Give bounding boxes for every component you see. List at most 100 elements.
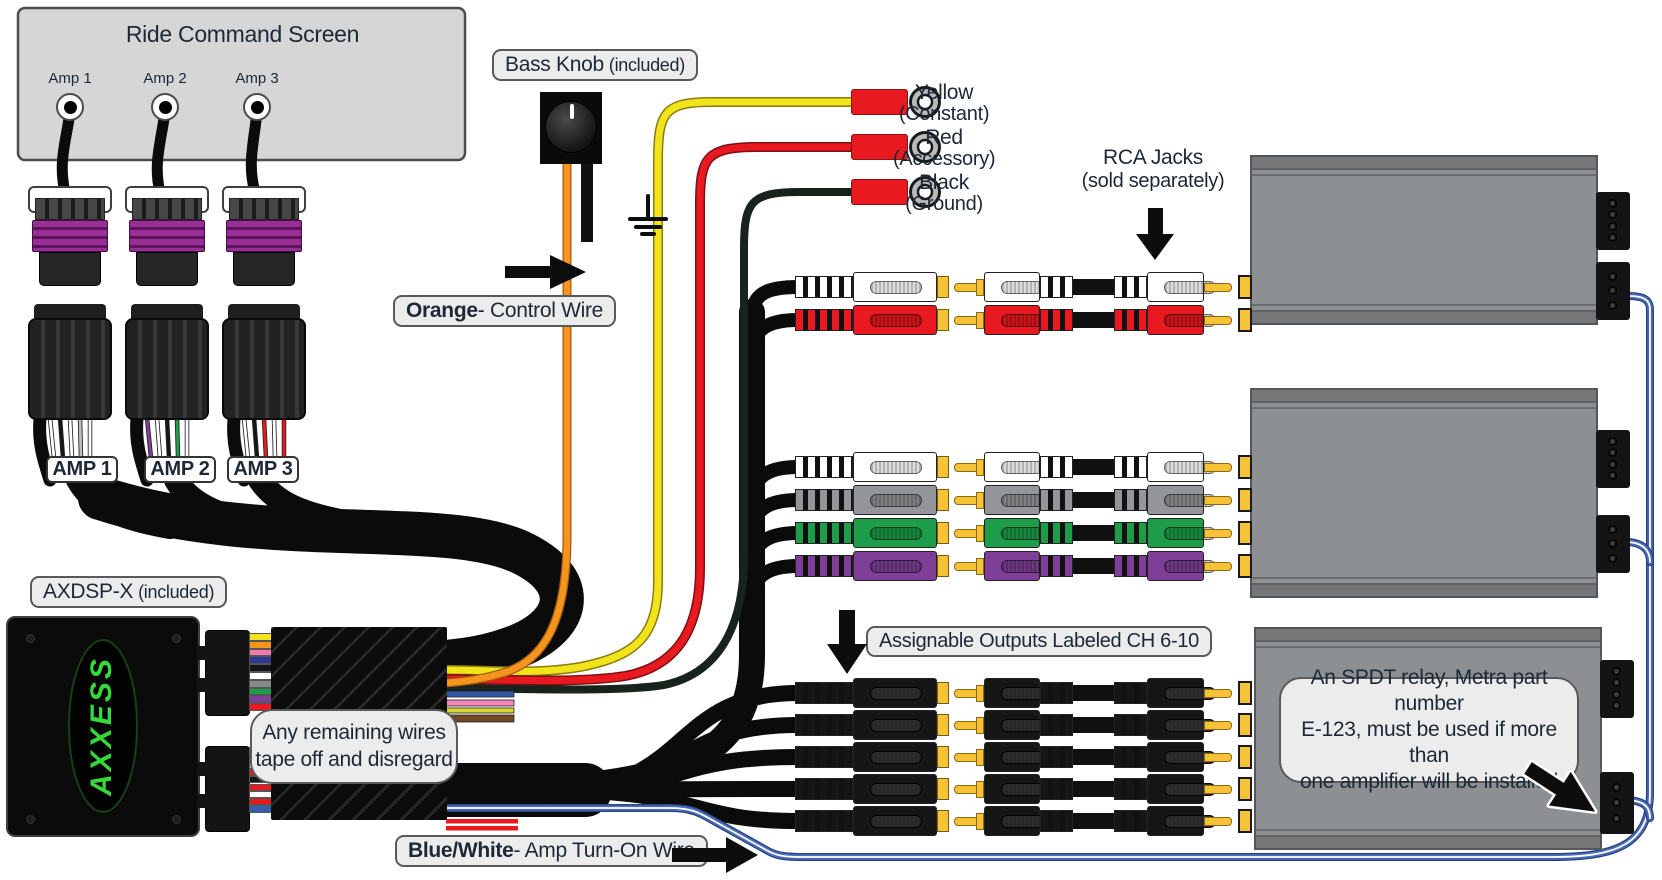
rca-female-plug bbox=[853, 678, 937, 708]
connector-collar bbox=[132, 198, 202, 220]
amp-input-jack bbox=[1238, 777, 1252, 801]
rca-male-plug bbox=[984, 485, 1053, 515]
bass-knob-label-text: Bass Knob bbox=[505, 53, 604, 76]
rca-female-ribs bbox=[795, 682, 853, 704]
screen-port-label: Amp 1 bbox=[48, 70, 92, 87]
rca-female-plug bbox=[853, 806, 937, 836]
rca-male-pin bbox=[1204, 528, 1232, 538]
amp-plug-tab bbox=[131, 304, 203, 322]
amp-plug-body bbox=[125, 318, 209, 420]
amplifier-trim-line bbox=[1252, 174, 1596, 176]
plug-wire bbox=[68, 416, 74, 460]
screen-port-label: Amp 3 bbox=[235, 70, 279, 87]
plug-wire bbox=[145, 416, 153, 460]
power-terminal-label: Red(Accessory) bbox=[893, 127, 996, 170]
dsp-connector-bottom-tab bbox=[197, 762, 207, 776]
screen-port-label: Amp 2 bbox=[143, 70, 187, 87]
rca-male-pin bbox=[1204, 816, 1232, 826]
harness-wire-strip bbox=[249, 805, 272, 813]
screen-jack-hole bbox=[250, 100, 264, 114]
crimp-sleeve bbox=[851, 134, 908, 160]
rca-male-ribs bbox=[1040, 276, 1073, 298]
connector-purple-band bbox=[226, 220, 302, 252]
plug-wire bbox=[48, 416, 56, 460]
rca-male-pin bbox=[1204, 462, 1232, 472]
rca-grip bbox=[1164, 494, 1216, 507]
dsp-connector-bottom bbox=[205, 746, 250, 832]
axdsp-screw bbox=[26, 815, 35, 824]
rca-male-ribs bbox=[1114, 714, 1147, 736]
control-wire-label: Orange - Control Wire bbox=[393, 295, 617, 327]
harness-wire-strip bbox=[249, 679, 272, 688]
rca-male-ribs bbox=[1040, 778, 1073, 800]
terminal-screw bbox=[1612, 689, 1621, 699]
rca-female-ribs bbox=[795, 456, 853, 478]
axdsp-screw bbox=[172, 634, 181, 643]
rca-branch-cable bbox=[745, 493, 805, 543]
rca-male-plug bbox=[1147, 272, 1216, 302]
power-terminal-desc: (Accessory) bbox=[893, 147, 996, 170]
screen-cable-1 bbox=[56, 106, 76, 198]
rca-male-ribs bbox=[1114, 810, 1147, 832]
bass-knob-dial bbox=[545, 101, 597, 153]
amp-input-jack bbox=[1238, 745, 1252, 769]
terminal-screw bbox=[1608, 448, 1617, 458]
rca-male-pin-flange bbox=[976, 278, 984, 296]
rca-female-tip bbox=[937, 522, 949, 544]
harness-wire-strip bbox=[249, 798, 272, 806]
amplifier-top-trim bbox=[1252, 390, 1596, 403]
axxess-logo: AXXESS bbox=[68, 639, 138, 813]
rca-male-plug bbox=[984, 806, 1053, 836]
rca-male-pin bbox=[1204, 282, 1232, 292]
terminal-screw bbox=[1608, 210, 1617, 220]
rca-male-pin bbox=[954, 688, 978, 698]
terminal-screw bbox=[1608, 436, 1617, 446]
rca-cable-segment bbox=[1073, 312, 1114, 328]
amplifier-top-trim bbox=[1252, 157, 1596, 170]
rca-male-ribs bbox=[1040, 522, 1073, 544]
ring-terminal-hole bbox=[916, 138, 934, 156]
amplifier-trim-line bbox=[1252, 304, 1596, 306]
harness-wire-strip bbox=[249, 648, 272, 657]
rca-cable-segment bbox=[1073, 558, 1114, 574]
rca-cable-segment bbox=[1073, 525, 1114, 541]
axdsp-screw bbox=[26, 634, 35, 643]
amplifier-bottom-trim bbox=[1252, 583, 1596, 596]
harness-wire-strip bbox=[249, 633, 272, 641]
plug-wire bbox=[175, 416, 180, 460]
axdsp-label-text: AXDSP-X bbox=[43, 580, 134, 603]
rca-male-pin bbox=[954, 495, 978, 505]
rca-male-ribs bbox=[1040, 456, 1073, 478]
rca-male-plug bbox=[1147, 485, 1216, 515]
rca-female-tip bbox=[937, 309, 949, 331]
dsp-connector-top-tab bbox=[197, 678, 207, 692]
amplifier-trim-line bbox=[1256, 829, 1600, 831]
rca-male-pin bbox=[1204, 495, 1232, 505]
tape-off-note-line1: Any remaining wires bbox=[262, 721, 446, 745]
rca-male-pin bbox=[954, 561, 978, 571]
rca-male-ribs bbox=[1040, 682, 1073, 704]
rca-male-pin-flange bbox=[976, 748, 984, 766]
rca-male-plug bbox=[984, 518, 1053, 548]
harness-wire-strip bbox=[249, 687, 272, 696]
screen-title: Ride Command Screen bbox=[125, 21, 360, 47]
screen-jack-hole bbox=[63, 100, 77, 114]
rca-grip bbox=[870, 687, 922, 700]
blue-white-turn-on-wire bbox=[1627, 541, 1651, 563]
terminal-block bbox=[1596, 430, 1630, 488]
terminal-screw bbox=[1608, 286, 1617, 295]
harness-wire-strip bbox=[249, 672, 272, 680]
amp-input-jack bbox=[1238, 809, 1252, 833]
rca-grip bbox=[870, 314, 922, 327]
rca-female-tip bbox=[937, 489, 949, 511]
rca-male-pin bbox=[954, 752, 978, 762]
crimp-sleeve bbox=[851, 89, 908, 115]
rca-grip bbox=[870, 494, 922, 507]
plug-wire bbox=[165, 416, 171, 460]
turn-on-wire-label: Blue/White - Amp Turn-On Wire bbox=[395, 835, 708, 867]
terminal-screw bbox=[1608, 271, 1617, 281]
terminal-screw bbox=[1608, 221, 1617, 231]
red-stub-wire bbox=[446, 826, 518, 831]
rca-female-plug bbox=[853, 452, 937, 482]
rca-female-tip bbox=[937, 276, 949, 298]
